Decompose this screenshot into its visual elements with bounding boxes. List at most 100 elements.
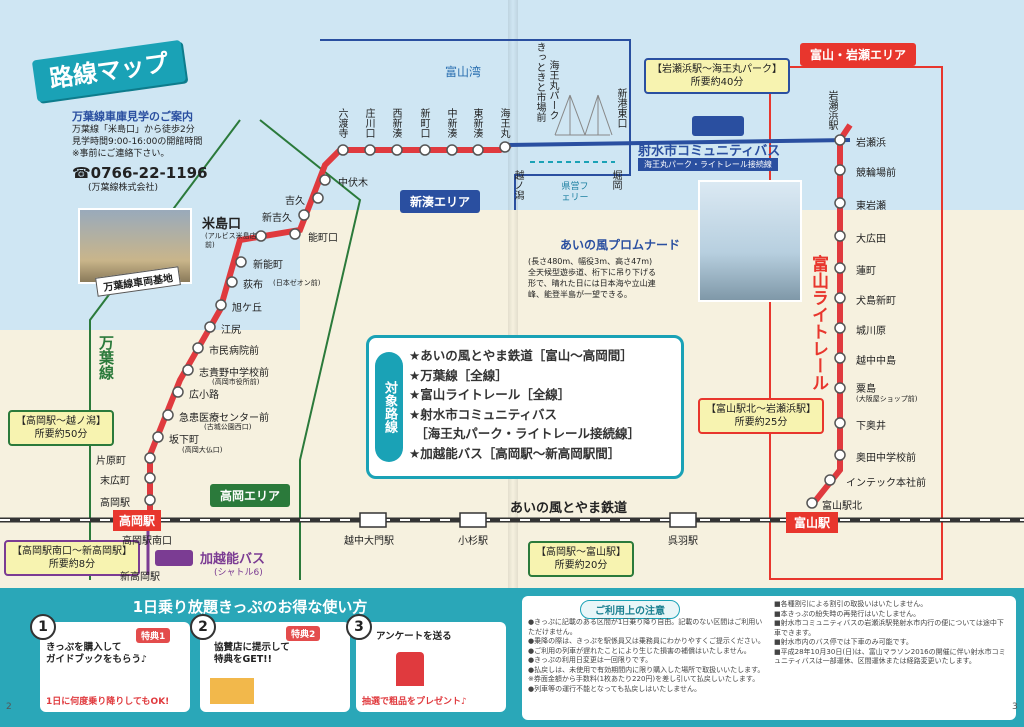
takaoka-area-outline-left [89,119,241,580]
depot-phone[interactable]: ☎0766-22-1196 [72,164,208,182]
line-label-light-rail: 富山ライトレール [808,255,828,391]
promenade-desc-line: (長さ480m、幅役3m、高さ47m) [528,257,653,266]
callout-text: 所要約25分 [734,417,788,428]
station-label: 新港東口 [615,88,626,128]
light-rail-line [809,123,853,507]
station-label: 東新湊 [471,108,482,138]
ticket-step-1: 1 特典1 きっぷを購入して ガイドブックをもらう♪ 1日に何度乗り降りしてもO… [30,614,190,712]
target-line-item: ★加越能バス［高岡駅～新高岡駅間］ [409,445,621,461]
station-label: インテック本社前 [846,478,926,489]
depot-line: 万葉線「米島口」から徒歩2分 [72,125,195,135]
station-label: 越中中島 [856,356,896,367]
station-label: きっときと市場前 [534,42,545,122]
callout-text: 【岩瀬浜駅～海王丸パーク】 [652,64,782,75]
station-label: 荻布 [243,280,263,291]
ticket-step-3: 3 アンケートを送る 抽選で粗品をプレゼント♪ [346,614,506,712]
step-number: 2 [190,614,216,640]
depot-info: 万葉線車庫見学のご案内 万葉線「米島口」から徒歩2分 見学時間9:00-16:0… [72,108,232,194]
station-label: 広小路 [189,390,219,401]
station-label: 末広町 [100,476,130,487]
step-text-line: きっぷを購入して [46,642,122,653]
target-line-item: ［海王丸パーク・ライトレール接続線］ [409,426,641,441]
station-label: 奥田中学校前 [856,453,916,464]
callout-text: 所要約40分 [690,77,744,88]
callout-kaetsuno-time: 【高岡駅南口～新高岡駅】 所要約8分 [4,540,140,576]
step-badge: 特典2 [286,626,321,641]
step-text: アンケートを送る [376,631,452,642]
station-sub-label: (日本ゼオン前) [273,279,321,287]
takaoka-station-label: 高岡駅 [113,510,162,531]
promenade-title: あいの風プロムナード [560,238,681,252]
step-text: きっぷを購入して ガイドブックをもらう♪ [46,642,147,666]
station-label: 城川原 [856,326,886,337]
step-badge: 特典1 [136,628,171,643]
callout-text: 所要約8分 [48,559,96,570]
station-label: 能町口 [308,233,338,244]
step-note: 1日に何度乗り降りしてもOK! [46,697,170,707]
callout-text: 所要約50分 [34,429,88,440]
note-item: ■射水市内のバス停では下車のみ可能です。 [774,638,913,646]
station-label: 競輪場前 [856,168,896,179]
imizu-bus-line [504,138,851,147]
station-label: 志貴野中学校前 [199,368,269,379]
promenade-desc-line: 形で、晴れた日には日本海や立山連 [528,279,656,288]
target-lines-list: ★あいの風とやま鉄道［富山～高岡間］ ★万葉線［全線］ ★富山ライトレール［全線… [409,346,640,463]
depot-line: 見学時間9:00-16:00の開館時間 [72,137,203,147]
note-item: ●乗降の際は、きっぷを駅係員又は乗務員にわかりやすくご提示ください。 [528,637,765,645]
station-label: 大広田 [856,234,886,245]
target-line-item: ★射水市コミュニティバス [409,406,557,422]
station-sub-label: (大阪屋ショップ前) [856,395,918,403]
ainokaze-station-markers [359,512,697,528]
station-label: 江尻 [221,325,241,336]
station-label: 西新湊 [390,108,401,138]
promenade-desc: (長さ480m、幅役3m、高さ47m) 全天候型遊歩道、桁下に吊り下げる 形で、… [528,256,698,300]
station-label: 犬島新町 [856,296,896,307]
station-label: 東岩瀬 [856,201,886,212]
station-label: 六渡寺 [336,108,347,138]
step-text-line: 特典をGET!! [214,654,272,665]
station-sub-label: (高岡大仏口) [182,446,223,454]
station-label: 新町口 [418,108,429,138]
station-sub-label: (アルビス米島店前) [205,232,257,249]
ticket-title: 1日乗り放題きっぷのお得な使い方 [132,598,368,616]
line-sub-imizu-bus: 海王丸パーク・ライトレール接続線 [638,158,778,171]
promenade-photo [698,180,802,302]
target-lines-label: 対象路線 [375,352,403,462]
step-note: 抽選で粗品をプレゼント♪ [362,697,467,707]
note-item: ■平成28年10月30日(日)は、富山マラソン2016の開催に伴い射水市コミュニ… [774,647,1006,666]
callout-text: 【高岡駅～富山駅】 [536,547,626,558]
callout-text: 【高岡駅南口～新高岡駅】 [12,546,132,557]
note-item: ■本きっぷの紛失時の再発行はいたしません。 [774,609,921,618]
note-item: ●払戻しは、未使用で有効期間内に限り購入した場所で取扱いいたします。 [528,665,765,674]
sea-label: 富山湾 [445,65,482,79]
note-item: ●ご利用の列車が遅れたことにより生じた損害の補償はいたしません。 [528,646,751,655]
step-text-line: ガイドブックをもらう♪ [46,654,148,665]
callout-bus-time: 【岩瀬浜駅～海王丸パーク】 所要約40分 [644,58,790,94]
toyama-area-outline [769,66,943,580]
area-label-toyama: 富山・岩瀬エリア [800,43,917,66]
station-label: 岩瀬浜駅 [826,90,837,130]
callout-manyo-time: 【高岡駅～越ノ潟】 所要約50分 [8,410,114,446]
station-label: 坂下町 [169,435,199,446]
station-sub-label: (高岡市役所前) [212,378,260,386]
mailbox-icon [396,652,424,686]
page-number-left: 2 [6,702,12,712]
station-label: 片原町 [96,456,126,467]
shop-icon [210,678,254,704]
note-item: ●きっぷに記載のある区間が1日乗り降り自由。記載のない区間はご利用いただけません… [528,618,763,636]
callout-text: 【高岡駅～越ノ潟】 [16,416,106,427]
station-label: 旭ケ丘 [232,303,262,314]
area-label-shinminato: 新湊エリア [400,190,481,213]
station-label: 小杉駅 [458,536,488,547]
line-label-manyo: 万葉線 [97,335,115,380]
line-label-kaetsuno: 加越能バス [200,552,266,567]
station-label: 海王丸 [498,108,509,138]
station-label: 越ノ潟 [512,170,523,200]
station-label: 越中大門駅 [344,536,394,547]
station-label: 新能町 [253,260,283,271]
line-sub-kaetsuno: (シャトル6) [214,568,263,578]
station-label: 下奥井 [856,421,886,432]
notes-right: ■各種割引による割引の取扱いはいたしません。 ■本きっぷの紛失時の再発行はいたし… [774,600,1010,667]
station-label: 蓮町 [856,266,876,277]
